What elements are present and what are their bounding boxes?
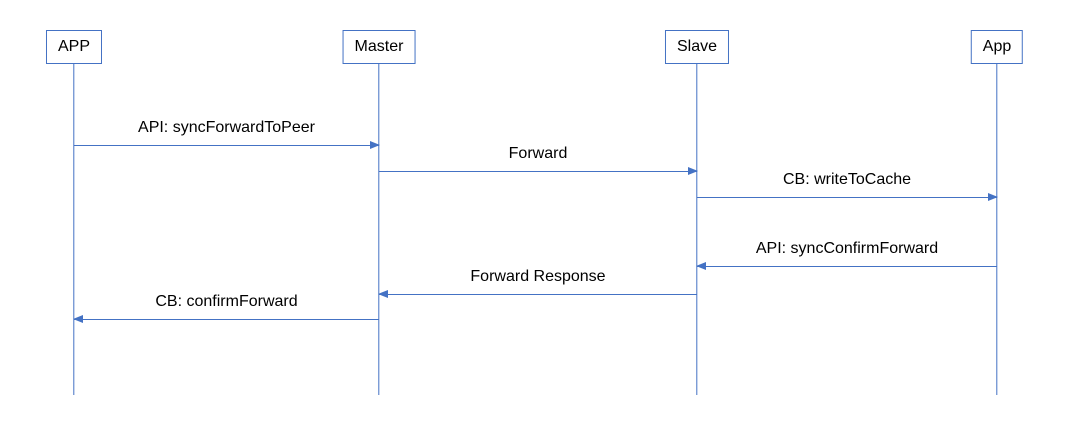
message-arrow-line (74, 140, 380, 149)
message-sync-confirm-forward: API: syncConfirmForward (696, 239, 997, 270)
message-arrow-line (696, 261, 997, 270)
message-label: Forward Response (470, 268, 606, 285)
actor-box-app-caps: APP (45, 30, 103, 64)
message-forward-response: Forward Response (378, 267, 697, 298)
arrowhead-left-icon (378, 289, 388, 298)
arrowhead-left-icon (696, 261, 706, 270)
message-arrow-line (379, 166, 698, 175)
message-arrow-line (73, 314, 379, 323)
actor-box-master: Master (342, 30, 416, 64)
arrowhead-right-icon (688, 166, 698, 175)
actor-box-slave: Slave (664, 30, 730, 64)
actor-box-app: App (970, 30, 1024, 64)
message-confirm-forward: CB: confirmForward (73, 292, 379, 323)
lifeline-app (996, 64, 998, 395)
message-label: CB: confirmForward (155, 293, 298, 310)
message-label: API: syncConfirmForward (755, 240, 939, 257)
lifeline-app-caps (73, 64, 75, 395)
arrowhead-right-icon (988, 192, 998, 201)
arrowhead-left-icon (73, 314, 83, 323)
message-write-to-cache: CB: writeToCache (697, 170, 998, 201)
lifeline-master (378, 64, 380, 395)
message-sync-forward-to-peer: API: syncForwardToPeer (74, 118, 380, 149)
message-forward: Forward (379, 144, 698, 175)
message-label: API: syncForwardToPeer (138, 119, 315, 136)
message-label: CB: writeToCache (782, 171, 912, 188)
message-arrow-line (378, 289, 697, 298)
message-label: Forward (508, 145, 568, 162)
lifeline-slave (696, 64, 698, 395)
arrowhead-right-icon (370, 140, 380, 149)
message-arrow-line (697, 192, 998, 201)
